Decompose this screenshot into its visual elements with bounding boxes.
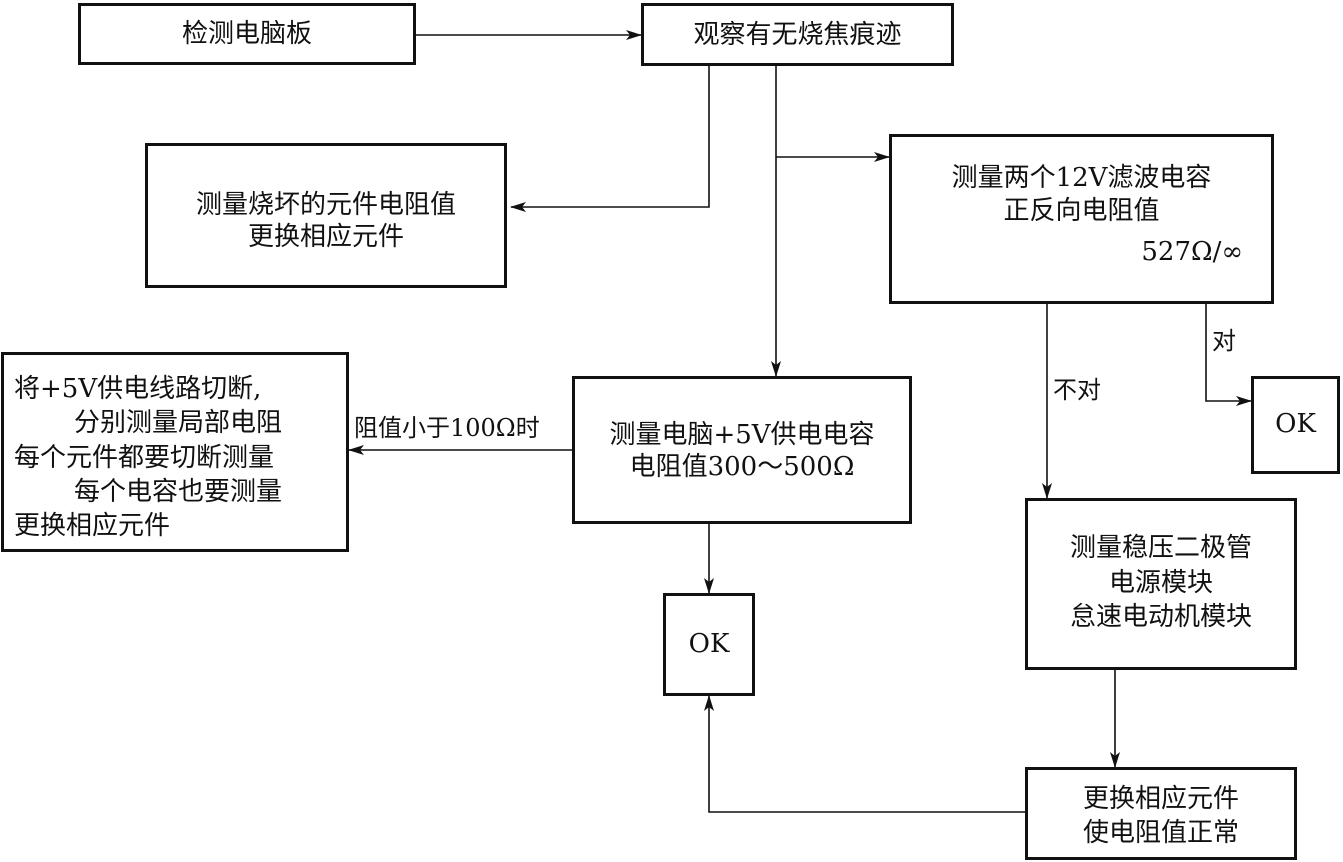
arrow-replace-to-ok bbox=[704, 695, 1025, 813]
node-measure-burnt: 测量烧坏的元件电阻值 更换相应元件 bbox=[145, 143, 507, 288]
node-detect-board: 检测电脑板 bbox=[78, 3, 416, 65]
node-measure-12v-line2: 正反向电阻值 bbox=[1003, 196, 1160, 226]
node-ok-center: OK bbox=[663, 593, 755, 696]
node-measure-5v-line2: 电阻值300～500Ω bbox=[629, 452, 855, 482]
node-detect-board-text: 检测电脑板 bbox=[181, 19, 312, 49]
node-replace-parts-line2: 使电阻值正常 bbox=[1082, 818, 1239, 848]
arrow-observe-to-burnt bbox=[510, 66, 710, 212]
node-measure-modules-line2: 电源模块 bbox=[1108, 568, 1213, 598]
node-ok-center-text: OK bbox=[688, 629, 730, 659]
node-ok-right-text: OK bbox=[1275, 409, 1316, 439]
node-observe-burn-text: 观察有无烧焦痕迹 bbox=[693, 20, 902, 50]
node-cut-5v: 将+5V供电线路切断, 分别测量局部电阻 每个元件都要切断测量 每个电容也要测量… bbox=[1, 352, 349, 552]
node-cut-5v-line5: 更换相应元件 bbox=[14, 511, 171, 541]
node-cut-5v-line4: 每个电容也要测量 bbox=[74, 477, 283, 507]
node-cut-5v-line1: 将+5V供电线路切断, bbox=[14, 374, 262, 404]
node-replace-parts: 更换相应元件 使电阻值正常 bbox=[1025, 767, 1297, 860]
edge-label-incorrect: 不对 bbox=[1053, 376, 1101, 404]
node-ok-right: OK bbox=[1251, 376, 1340, 474]
node-measure-12v: 测量两个12V滤波电容 正反向电阻值 527Ω/∞ bbox=[889, 134, 1274, 304]
node-measure-12v-line1: 测量两个12V滤波电容 bbox=[951, 163, 1212, 193]
arrow-12v-to-ok bbox=[1205, 304, 1252, 406]
node-cut-5v-line2: 分别测量局部电阻 bbox=[74, 408, 283, 438]
node-measure-modules-line1: 测量稳压二极管 bbox=[1069, 533, 1252, 563]
node-measure-5v: 测量电脑+5V供电电容 电阻值300～500Ω bbox=[572, 376, 912, 524]
node-replace-parts-line1: 更换相应元件 bbox=[1082, 784, 1239, 814]
node-measure-burnt-line2: 更换相应元件 bbox=[247, 222, 404, 252]
node-measure-modules: 测量稳压二极管 电源模块 怠速电动机模块 bbox=[1025, 498, 1297, 670]
node-measure-burnt-line1: 测量烧坏的元件电阻值 bbox=[195, 190, 456, 220]
node-measure-modules-line3: 怠速电动机模块 bbox=[1069, 602, 1252, 632]
node-observe-burn: 观察有无烧焦痕迹 bbox=[641, 3, 954, 66]
node-measure-5v-line1: 测量电脑+5V供电电容 bbox=[609, 420, 875, 450]
node-measure-12v-value: 527Ω/∞ bbox=[1141, 237, 1243, 267]
edge-label-correct: 对 bbox=[1212, 327, 1236, 355]
edge-label-lt-100: 阻值小于100Ω时 bbox=[354, 414, 540, 442]
node-cut-5v-line3: 每个元件都要切断测量 bbox=[14, 443, 275, 473]
